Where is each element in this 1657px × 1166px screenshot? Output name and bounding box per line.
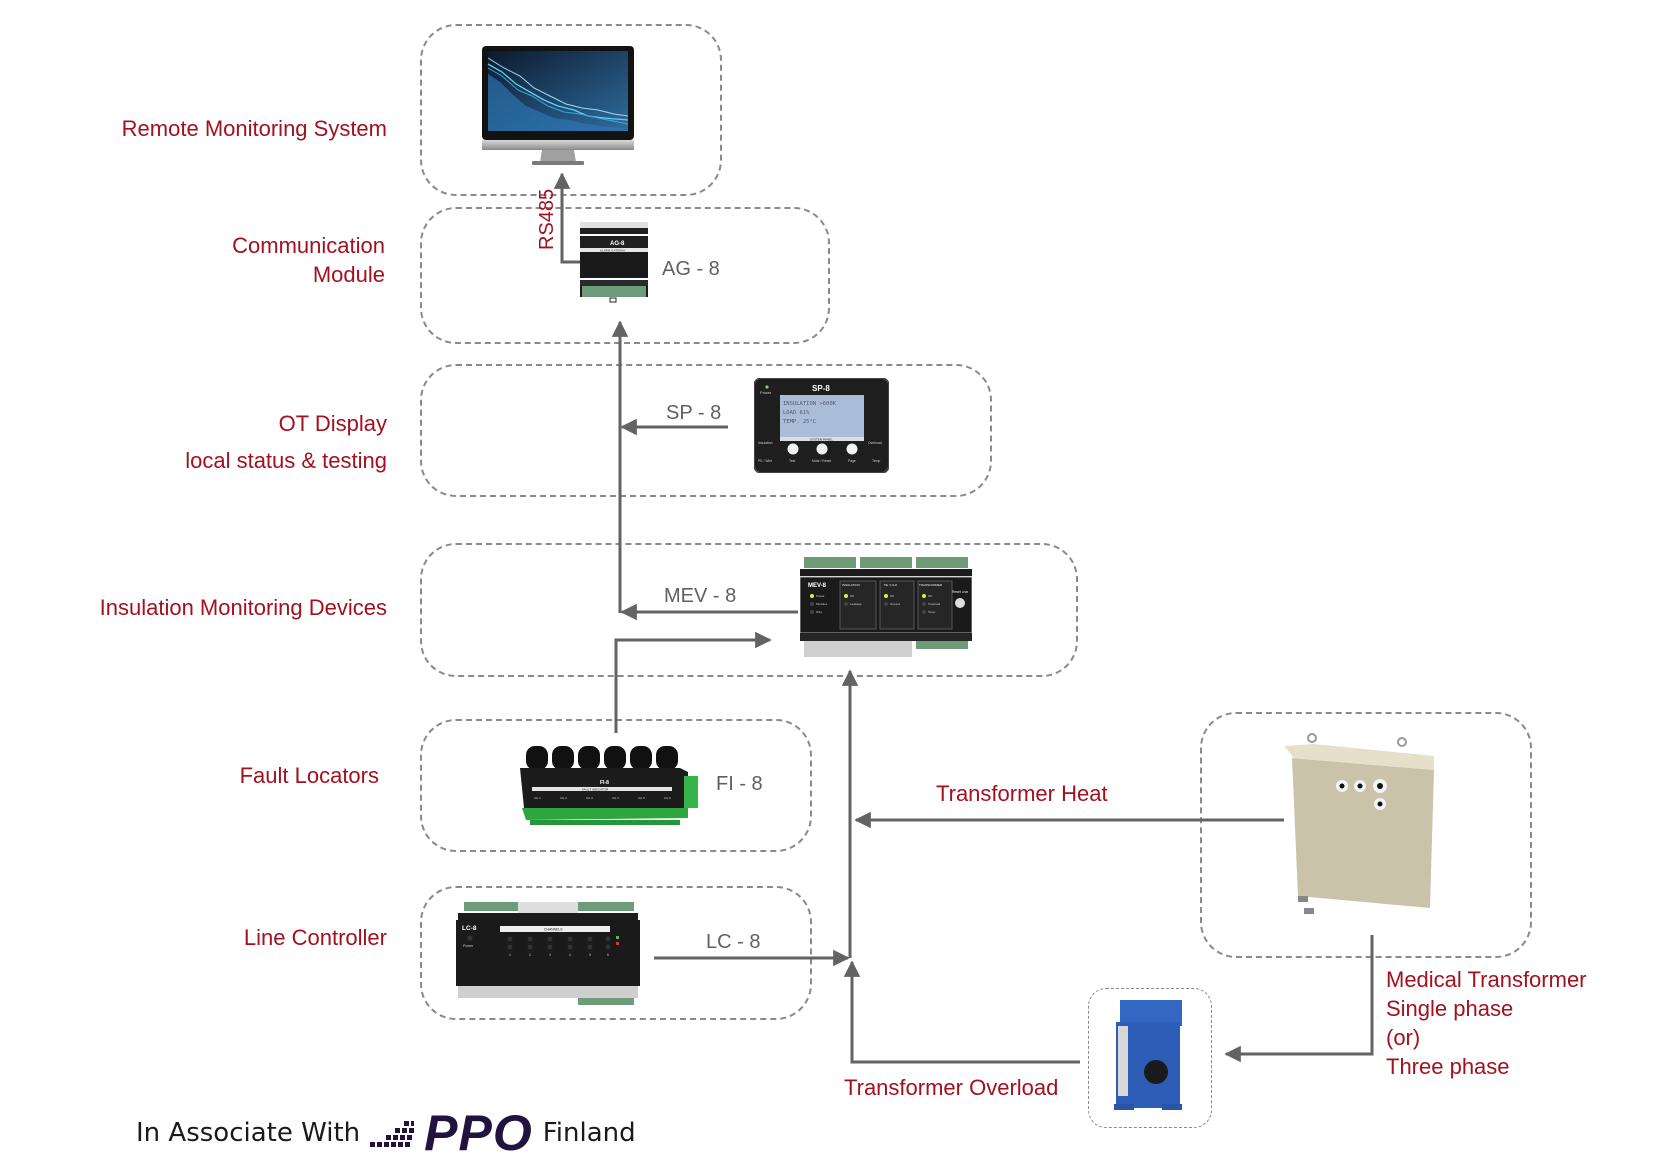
- wire-transformer-overload: [843, 960, 1080, 1064]
- mev8-led-wire: Wire: [816, 610, 822, 614]
- footer-suffix: Finland: [542, 1118, 636, 1148]
- wire-transformer-to-ct: [1224, 935, 1374, 1063]
- sp8-insulation-label: Insulation: [758, 441, 773, 445]
- ppo-logo-dots-icon: [370, 1121, 415, 1147]
- mev8-section-transformer: TRANSFORMER: [919, 583, 943, 587]
- sp8-power-label: Power: [760, 390, 772, 395]
- sp8-face-title: SP-8: [812, 384, 830, 393]
- lc8-ch4: 4: [569, 953, 571, 957]
- transformer-heat-label: Transformer Heat: [936, 781, 1108, 806]
- group-box-communication-module: [420, 207, 830, 344]
- lc8-ch6: 6: [607, 953, 609, 957]
- mev8-led-power: Power: [816, 594, 825, 598]
- lc8-power-label: Power: [463, 944, 474, 948]
- mev8-led-leakage: Leakage: [850, 602, 862, 606]
- lc8-caption: CHANNELS: [544, 928, 563, 932]
- lc8-ch2: 2: [529, 953, 531, 957]
- fi8-ch3: CH 3: [586, 796, 593, 800]
- group-box-line-controller: [420, 886, 812, 1020]
- fi8-ch2: CH 2: [560, 796, 567, 800]
- mev8-section-insulation: INSULATION: [842, 583, 860, 587]
- transformer-overload-label: Transformer Overload: [844, 1075, 1059, 1100]
- sp8-panel-caption: SYSTEM PANEL: [810, 437, 833, 441]
- lc8-device: LC-8 Power CHANNELS 1 2 3 4 5 6: [456, 902, 640, 1005]
- ag8-face-title: AG-8: [610, 241, 625, 247]
- fi8-ch6: CH 6: [664, 796, 671, 800]
- medical-transformer-label: Medical Transformer Single phase (or) Th…: [1386, 965, 1587, 1081]
- footer-association: In Associate With PPO Finland: [136, 1108, 636, 1158]
- sp8-overload-label: Overload: [868, 441, 882, 445]
- mev8-led-temp: Temp: [928, 610, 936, 614]
- medical-transformer-line4: Three phase: [1386, 1054, 1510, 1079]
- mev8-led-tr-ok: OK: [928, 594, 932, 598]
- lc8-face-title: LC-8: [462, 925, 477, 932]
- lc8-ch3: 3: [549, 953, 551, 957]
- fi8-ch4: CH 4: [612, 796, 619, 800]
- fi8-label: FI - 8: [716, 773, 763, 795]
- tier-label-remote-monitoring: Remote Monitoring System: [121, 116, 387, 141]
- sp8-screen-line3: TEMP. 25°C: [783, 419, 816, 425]
- sp8-button-mute-reset: Mute / Reset: [812, 459, 831, 463]
- sp8-screen-line2: LOAD 61%: [783, 410, 810, 416]
- sp8-pe-wire-label: PE / Wire: [758, 459, 772, 463]
- lc8-ch5: 5: [589, 953, 591, 957]
- fi8-caption: FAULT INDICATOR: [582, 787, 609, 791]
- group-box-ot-display: [420, 364, 992, 497]
- medical-transformer-device: [1284, 733, 1434, 914]
- wire-fi8: [614, 631, 772, 733]
- group-box-insulation-monitoring: [420, 543, 1078, 677]
- tier-label-communication-line2: Module: [312, 262, 385, 287]
- tier-label-ot-display-line2: local status & testing: [185, 448, 387, 473]
- mev8-led-pe-ok: OK: [890, 594, 894, 598]
- lc8-ch1: 1: [509, 953, 511, 957]
- mev8-reset-label: Reset: [952, 590, 961, 594]
- group-box-transformer: [1200, 712, 1532, 958]
- medical-transformer-line3: (or): [1386, 1025, 1421, 1050]
- tier-label-ot-display-line1: OT Display: [278, 411, 387, 436]
- mev8-led-modules: Modules: [816, 602, 828, 606]
- group-box-current-transformer: [1088, 988, 1212, 1128]
- current-transformer-device: [1114, 1000, 1182, 1110]
- fi8-ch5: CH 5: [638, 796, 645, 800]
- tier-label-communication: Communication Module: [232, 231, 385, 289]
- footer-prefix: In Associate With: [136, 1118, 361, 1148]
- monitor-icon: [482, 46, 634, 165]
- mev8-led-ground: Ground: [890, 602, 900, 606]
- sp8-device: Power SP-8 INSULATION >600K LOAD 61% TEM…: [754, 378, 889, 473]
- tier-label-line-controller: Line Controller: [243, 925, 387, 950]
- fi8-device: FI-8 FAULT INDICATOR CH 1 CH 2 CH 3 CH 4…: [520, 746, 698, 825]
- rs485-label: RS485: [536, 188, 558, 250]
- mev8-device: MEV-8 INSULATION PE / LS-8 TRANSFORMER P…: [800, 557, 972, 657]
- sp8-button-page: Page: [848, 459, 856, 463]
- sp8-temp-label: Temp: [872, 459, 880, 463]
- fi8-ch1: CH 1: [534, 796, 541, 800]
- tier-label-fault-locators: Fault Locators: [239, 763, 379, 788]
- sp8-screen-line1: INSULATION >600K: [783, 401, 837, 407]
- ag8-face-subtitle: ALARM GATEWAY: [600, 248, 626, 252]
- tier-label-communication-line1: Communication: [232, 233, 385, 258]
- mev8-led-overload: Overload: [928, 602, 941, 606]
- ag8-label: AG - 8: [662, 258, 720, 280]
- wire-rs485: [553, 172, 580, 264]
- lc8-label: LC - 8: [706, 931, 761, 953]
- sp8-label: SP - 8: [666, 402, 722, 424]
- tier-label-insulation-monitoring: Insulation Monitoring Devices: [99, 595, 387, 620]
- ag8-device: AG-8 ALARM GATEWAY: [580, 222, 648, 303]
- ppo-brand-logo: PPO: [424, 1105, 533, 1161]
- mev8-usb-label: USB: [962, 590, 968, 594]
- mev8-led-ins-ok: OK: [850, 594, 854, 598]
- medical-transformer-line2: Single phase: [1386, 996, 1514, 1021]
- medical-transformer-line1: Medical Transformer: [1386, 967, 1587, 992]
- mev8-section-pe: PE / LS-8: [884, 583, 897, 587]
- group-box-remote-monitoring: [420, 24, 722, 196]
- mev8-face-title: MEV-8: [808, 583, 827, 589]
- mev8-label: MEV - 8: [664, 585, 737, 607]
- tier-label-ot-display: OT Display local status & testing: [185, 405, 387, 479]
- sp8-button-test: Test: [789, 459, 795, 463]
- fi8-face-title: FI-8: [600, 780, 609, 786]
